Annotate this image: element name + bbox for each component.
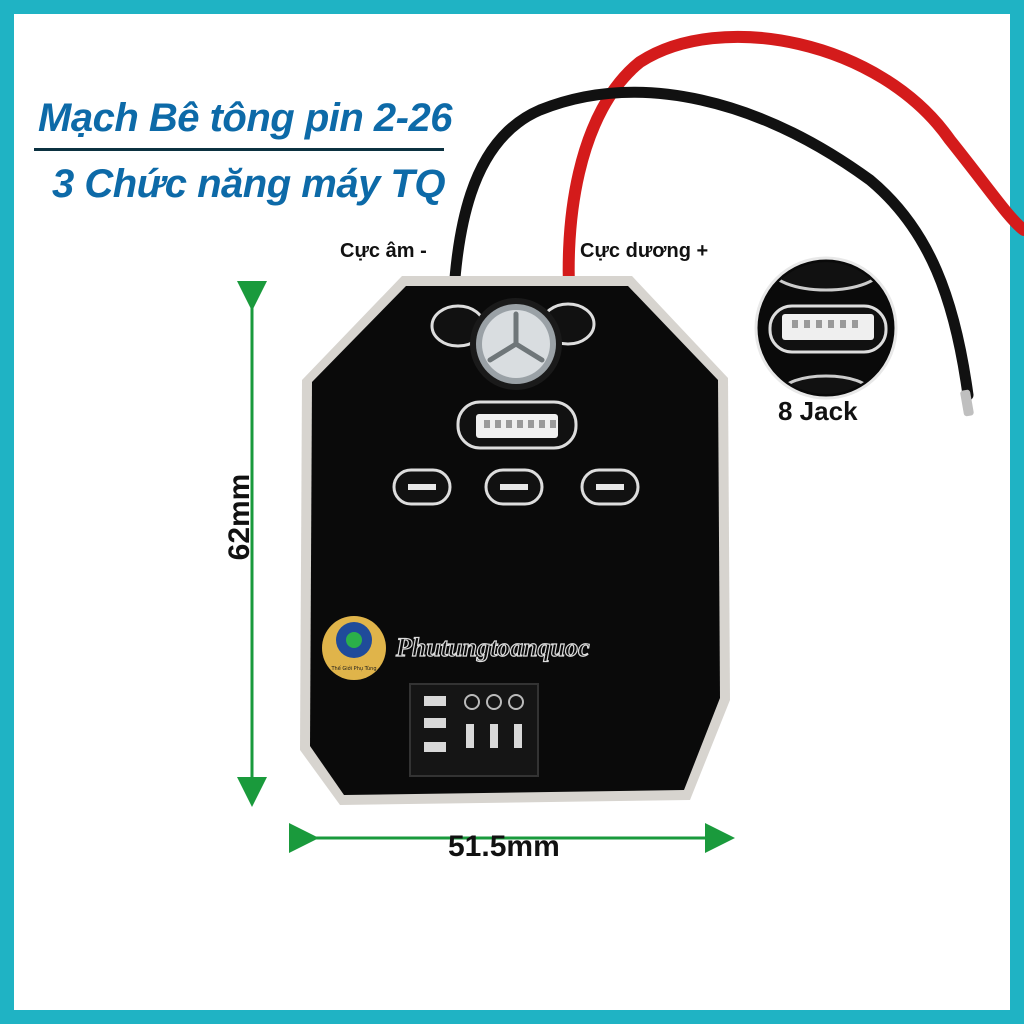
height-dimension-label: 62mm — [223, 473, 256, 561]
circuit-board — [300, 276, 730, 805]
watermark-text: Phutungtoanquoc — [395, 633, 590, 662]
black-wire — [446, 86, 974, 401]
title-line-2: 3 Chức năng máy TQ — [52, 162, 445, 206]
connector-zoom-lens — [754, 256, 898, 400]
capacitor — [470, 298, 562, 390]
connector-label: 8 Jack — [778, 396, 858, 426]
red-wire — [562, 31, 1024, 336]
wire-tip — [960, 389, 974, 417]
badge-text: Thế Giới Phụ Tùng — [330, 665, 376, 672]
switch-pads — [392, 468, 640, 506]
positive-terminal-label: Cực dương + — [580, 240, 709, 262]
title-divider — [34, 148, 444, 151]
negative-terminal-label: Cực âm - — [340, 240, 427, 262]
brand-badge — [322, 616, 386, 680]
width-dimension-label: 51.5mm — [448, 830, 560, 863]
title-line-1: Mạch Bê tông pin 2-26 — [38, 96, 453, 140]
sensor-block — [409, 683, 539, 777]
board-connector — [456, 400, 578, 450]
